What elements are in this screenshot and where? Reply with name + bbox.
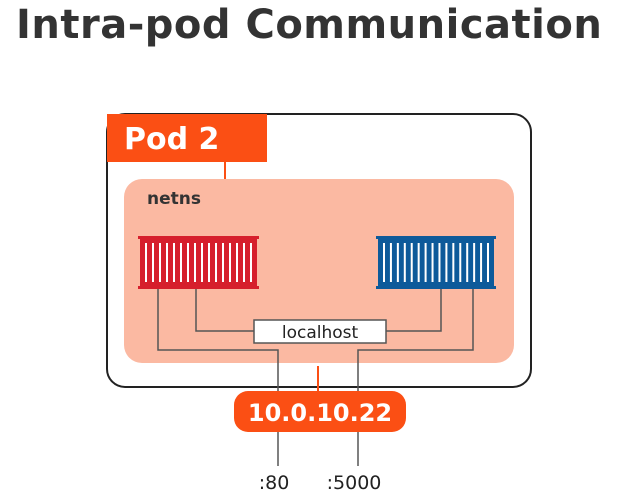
container-body bbox=[378, 236, 494, 289]
container-rail bbox=[138, 236, 259, 239]
container-rail bbox=[376, 236, 496, 239]
netns-label: netns bbox=[147, 189, 201, 209]
right-container-localhost-line bbox=[386, 289, 442, 332]
connection-lines bbox=[157, 289, 474, 466]
left-container-port80-line bbox=[157, 289, 279, 392]
ip-label: 10.0.10.22 bbox=[248, 399, 392, 427]
container-body bbox=[140, 236, 257, 289]
page-title: Intra-pod Communication bbox=[16, 2, 603, 48]
localhost-box bbox=[253, 319, 387, 344]
container-rail bbox=[138, 286, 259, 289]
pod-label: Pod 2 bbox=[124, 122, 219, 157]
pod-label-box bbox=[107, 114, 267, 162]
localhost-label: localhost bbox=[282, 323, 359, 343]
port-80-label: :80 bbox=[259, 472, 290, 494]
container-right-icon bbox=[376, 236, 496, 289]
netns-box bbox=[124, 179, 514, 363]
container-left-icon bbox=[138, 236, 259, 289]
ip-box bbox=[234, 391, 406, 432]
left-container-localhost-line bbox=[195, 289, 254, 332]
port-5000-label: :5000 bbox=[327, 472, 382, 494]
container-rail bbox=[376, 286, 496, 289]
right-container-port5000-line bbox=[357, 289, 474, 392]
